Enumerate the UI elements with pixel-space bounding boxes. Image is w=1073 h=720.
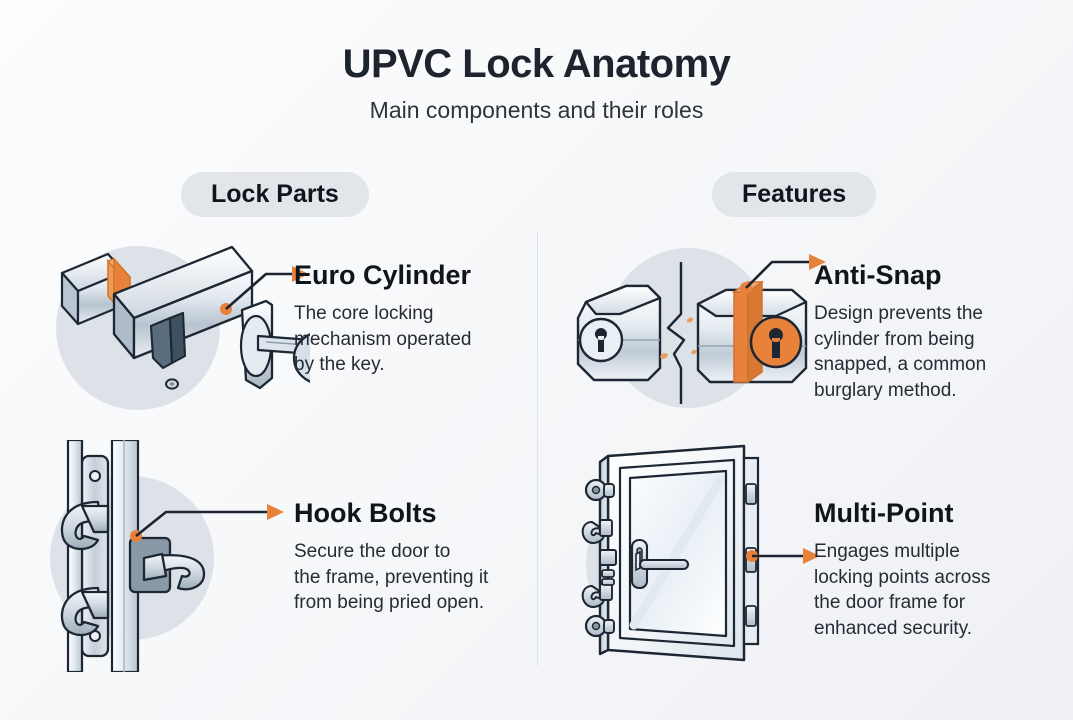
connector-line — [220, 266, 309, 315]
debris-speck — [660, 353, 668, 359]
card-body-line: the door frame for — [814, 592, 966, 614]
snapped-cylinder-illustration — [576, 248, 826, 408]
card-heading: Multi-Point — [814, 498, 954, 528]
card-body: Engages multiple locking points across t… — [814, 539, 1073, 642]
multipoint-door-illustration — [581, 444, 820, 662]
section-badge-features: Features — [712, 172, 877, 217]
card-body-line: mechanism operated — [294, 328, 472, 350]
keep-plate — [745, 605, 757, 627]
section-badge-lock-parts: Lock Parts — [181, 172, 369, 217]
euro-cylinder-illustration — [56, 245, 310, 410]
deadbolt — [599, 549, 617, 566]
arrow-right-icon — [267, 504, 284, 520]
cylinder-half-left — [576, 284, 662, 382]
hook-bolt-centre — [128, 536, 206, 594]
arrow-right-icon — [803, 548, 820, 564]
snap-break-line — [660, 262, 697, 404]
card-body-line: enhanced security. — [814, 617, 973, 639]
section-badge-label: Lock Parts — [211, 180, 339, 208]
card-heading: Euro Cylinder — [294, 260, 472, 290]
anti-snap-band — [733, 291, 749, 383]
page-subtitle: Main components and their roles — [369, 97, 704, 123]
section-badge-label: Features — [742, 180, 847, 208]
card-body: Secure the door to the frame, preventing… — [294, 539, 552, 616]
card-heading: Hook Bolts — [294, 498, 437, 528]
connector-line — [740, 254, 826, 294]
card-body-line: locking points across — [814, 566, 991, 588]
card-text: Anti-Snap Design prevents the cylinder f… — [814, 260, 1073, 404]
keep-plate — [745, 483, 757, 505]
header: UPVC Lock Anatomy Main components and th… — [0, 42, 1073, 123]
cylinder-cam — [149, 311, 187, 370]
card-body-line: The core locking — [294, 303, 434, 325]
card-body-line: Engages multiple — [814, 541, 960, 563]
arrow-right-icon — [292, 266, 309, 282]
card-body-line: snapped, a common — [814, 354, 987, 376]
cylinder-half-right — [696, 280, 808, 384]
column-divider — [537, 232, 538, 666]
card-body-line: from being pried open. — [294, 592, 485, 614]
connector-line — [130, 504, 284, 542]
card-body-line: burglary method. — [814, 379, 957, 401]
connector-line — [746, 548, 820, 564]
card-text: Hook Bolts Secure the door to the frame,… — [294, 498, 552, 616]
handle-lever — [638, 558, 690, 571]
debris-speck — [686, 317, 694, 323]
debris-speck — [691, 349, 697, 355]
hook-bolts-illustration — [50, 440, 284, 672]
card-body-line: cylinder from being — [814, 328, 975, 350]
card-body-line: Design prevents the — [814, 303, 983, 325]
screw-hole — [89, 470, 101, 482]
card-body-line: Secure the door to — [294, 541, 451, 563]
locking-points-strip — [581, 478, 617, 638]
card-body: Design prevents the cylinder from being … — [814, 301, 1073, 404]
card-text: Multi-Point Engages multiple locking poi… — [814, 498, 1073, 642]
door-handle — [630, 538, 690, 590]
door-leaf — [598, 444, 746, 662]
card-body: The core locking mechanism operated by t… — [294, 301, 544, 378]
hook-bolt-lower — [60, 586, 110, 637]
arrow-right-icon — [809, 254, 826, 270]
hook-bolt-upper — [60, 500, 110, 551]
roller-cam — [601, 578, 615, 586]
card-body-line: by the key. — [294, 354, 385, 376]
card-body-line: the frame, preventing it — [294, 566, 489, 588]
card-heading: Anti-Snap — [814, 260, 942, 290]
card-text: Euro Cylinder The core locking mechanism… — [294, 260, 544, 378]
hook-bolt-lower — [581, 585, 605, 608]
key — [256, 333, 310, 383]
roller-cam — [601, 569, 615, 578]
page-title: UPVC Lock Anatomy — [342, 42, 731, 86]
hook-bolt-upper — [581, 521, 605, 544]
